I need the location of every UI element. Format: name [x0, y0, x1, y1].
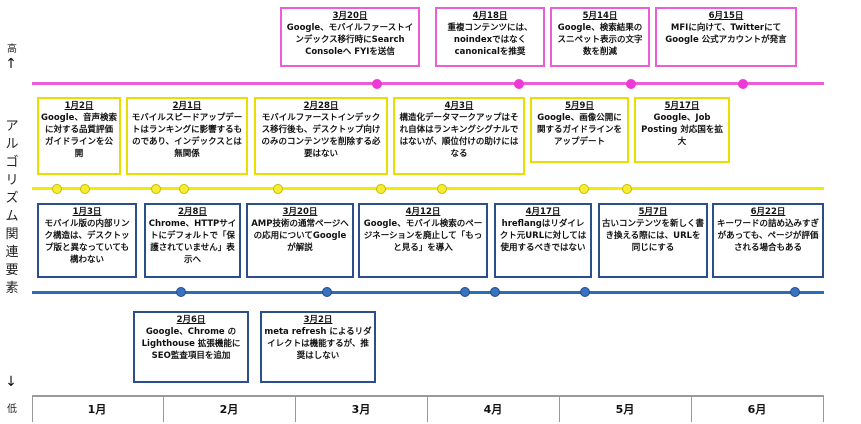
month-label: 3月: [351, 403, 371, 416]
blue-timeline: [32, 291, 824, 294]
yellow-dot: [437, 184, 447, 194]
month-label: 5月: [615, 403, 635, 416]
event-text: Google、画像公開に関するガイドラインをアップデート: [536, 113, 622, 147]
event-card: 5月17日 Google、Job Posting 対応国を拡大: [634, 97, 730, 163]
y-axis-high-label: 高: [7, 44, 17, 55]
blue-dot: [580, 287, 590, 297]
event-text: Google、Job Posting 対応国を拡大: [641, 113, 723, 147]
event-date: 5月7日: [638, 207, 668, 217]
event-date: 6月15日: [708, 11, 744, 21]
y-axis-low-label: 低: [7, 404, 17, 415]
month-label: 6月: [747, 403, 767, 416]
x-axis: [32, 395, 824, 397]
event-text: モバイル版の内部リンク構造は、デスクトップ版と異なっていても構わない: [44, 219, 130, 265]
event-text: Google、モバイル検索のページネーションを廃止して「もっと見る」を導入: [363, 219, 483, 253]
month-label: 1月: [87, 403, 107, 416]
arrow-down-icon: ↓: [5, 374, 17, 390]
x-axis-tick: [163, 395, 164, 422]
event-date: 2月28日: [303, 101, 339, 111]
x-axis-tick: [295, 395, 296, 422]
yellow-dot: [151, 184, 161, 194]
event-date: 2月1日: [172, 101, 202, 111]
event-text: 古いコンテンツを新しく書き換える際には、URLを同じにする: [602, 219, 705, 253]
event-card: 4月12日 Google、モバイル検索のページネーションを廃止して「もっと見る」…: [358, 203, 488, 278]
pink-dot: [626, 79, 636, 89]
event-date: 5月9日: [565, 101, 594, 111]
event-card: 4月17日 hreflangはリダイレクト元URLに対しては使用するべきではない: [494, 203, 592, 278]
blue-dot: [460, 287, 470, 297]
month-label: 2月: [219, 403, 239, 416]
x-axis-tick: [691, 395, 692, 422]
y-axis-title: アルゴリズム関連要素: [5, 119, 19, 296]
event-text: キーワードの詰め込みすぎがあっても、ページが評価される場合もある: [716, 219, 819, 253]
x-axis-tick: [427, 395, 428, 422]
yellow-dot: [179, 184, 189, 194]
event-date: 1月3日: [72, 207, 102, 217]
event-text: 構造化データマークアップはそれ自体はランキングシグナルではないが、順位付けの助け…: [399, 113, 519, 159]
yellow-dot: [80, 184, 90, 194]
pink-dot: [514, 79, 524, 89]
yellow-dot: [579, 184, 589, 194]
event-text: Google、音声検索に対する品質評価ガイドラインを公開: [41, 113, 117, 159]
arrow-up-icon: ↑: [5, 56, 17, 72]
event-card: 2月1日 モバイルスピードアップデートはランキングに影響するものであり、インデッ…: [126, 97, 248, 175]
event-text: モバイルスピードアップデートはランキングに影響するものであり、インデックスとは無…: [131, 113, 243, 159]
blue-dot: [490, 287, 500, 297]
pink-dot: [738, 79, 748, 89]
event-card: 3月20日 Google、モバイルファーストインデックス移行時にSearch C…: [280, 7, 420, 67]
event-card: 3月20日 AMP技術の通常ページへの応用についてGoogle が解説: [246, 203, 354, 278]
yellow-timeline: [32, 187, 824, 190]
yellow-dot: [622, 184, 632, 194]
event-date: 3月20日: [282, 207, 318, 217]
event-card: 5月7日 古いコンテンツを新しく書き換える際には、URLを同じにする: [598, 203, 708, 278]
yellow-dot: [273, 184, 283, 194]
month-label: 4月: [483, 403, 503, 416]
x-axis-tick: [823, 395, 824, 422]
event-text: Google、モバイルファーストインデックス移行時にSearch Console…: [286, 23, 414, 57]
event-date: 4月17日: [525, 207, 561, 217]
yellow-dot: [376, 184, 386, 194]
event-card: 1月3日 モバイル版の内部リンク構造は、デスクトップ版と異なっていても構わない: [37, 203, 137, 278]
event-date: 5月17日: [664, 101, 700, 111]
x-axis-tick: [32, 395, 33, 422]
event-card: 4月18日 重複コンテンツには、noindexではなくcanonicalを推奨: [435, 7, 545, 67]
event-date: 3月2日: [303, 315, 333, 325]
event-text: モバイルファーストインデックス移行後も、デスクトップ向けのみのコンテンツを削除す…: [261, 113, 381, 159]
event-card: 5月9日 Google、画像公開に関するガイドラインをアップデート: [530, 97, 629, 163]
event-card: 1月2日 Google、音声検索に対する品質評価ガイドラインを公開: [37, 97, 121, 175]
event-card: 2月6日 Google、Chrome のLighthouse 拡張機能にSEO監…: [133, 311, 249, 383]
event-card: 6月15日 MFIに向けて、Twitterにて Google 公式アカウントが発…: [655, 7, 797, 67]
event-date: 4月18日: [472, 11, 508, 21]
event-card: 2月8日 Chrome、HTTPサイトにデフォルトで「保護されていません」表示へ: [144, 203, 241, 278]
event-date: 2月6日: [176, 315, 206, 325]
event-card: 3月2日 meta refresh によるリダイレクトは機能するが、推奨はしない: [260, 311, 376, 383]
pink-timeline: [32, 82, 824, 85]
blue-dot: [322, 287, 332, 297]
event-text: AMP技術の通常ページへの応用についてGoogle が解説: [251, 219, 349, 253]
event-card: 5月14日 Google、検索結果のスニペット表示の文字数を削減: [550, 7, 650, 67]
event-date: 1月2日: [64, 101, 94, 111]
event-text: meta refresh によるリダイレクトは機能するが、推奨はしない: [264, 327, 372, 361]
yellow-dot: [52, 184, 62, 194]
blue-dot: [790, 287, 800, 297]
x-axis-tick: [559, 395, 560, 422]
blue-dot: [176, 287, 186, 297]
event-date: 4月12日: [405, 207, 441, 217]
event-text: MFIに向けて、Twitterにて Google 公式アカウントが発言: [665, 23, 787, 45]
event-date: 6月22日: [750, 207, 786, 217]
event-text: Google、検索結果のスニペット表示の文字数を削減: [557, 23, 643, 57]
event-card: 2月28日 モバイルファーストインデックス移行後も、デスクトップ向けのみのコンテ…: [254, 97, 388, 175]
event-date: 4月3日: [444, 101, 474, 111]
event-text: Chrome、HTTPサイトにデフォルトで「保護されていません」表示へ: [148, 219, 237, 265]
event-date: 2月8日: [178, 207, 207, 217]
event-card: 6月22日 キーワードの詰め込みすぎがあっても、ページが評価される場合もある: [712, 203, 824, 278]
event-text: hreflangはリダイレクト元URLに対しては使用するべきではない: [499, 219, 587, 253]
pink-dot: [372, 79, 382, 89]
event-date: 5月14日: [582, 11, 618, 21]
event-date: 3月20日: [332, 11, 368, 21]
event-card: 4月3日 構造化データマークアップはそれ自体はランキングシグナルではないが、順位…: [393, 97, 525, 175]
event-text: Google、Chrome のLighthouse 拡張機能にSEO監査項目を追…: [141, 327, 241, 361]
event-text: 重複コンテンツには、noindexではなくcanonicalを推奨: [447, 23, 533, 57]
